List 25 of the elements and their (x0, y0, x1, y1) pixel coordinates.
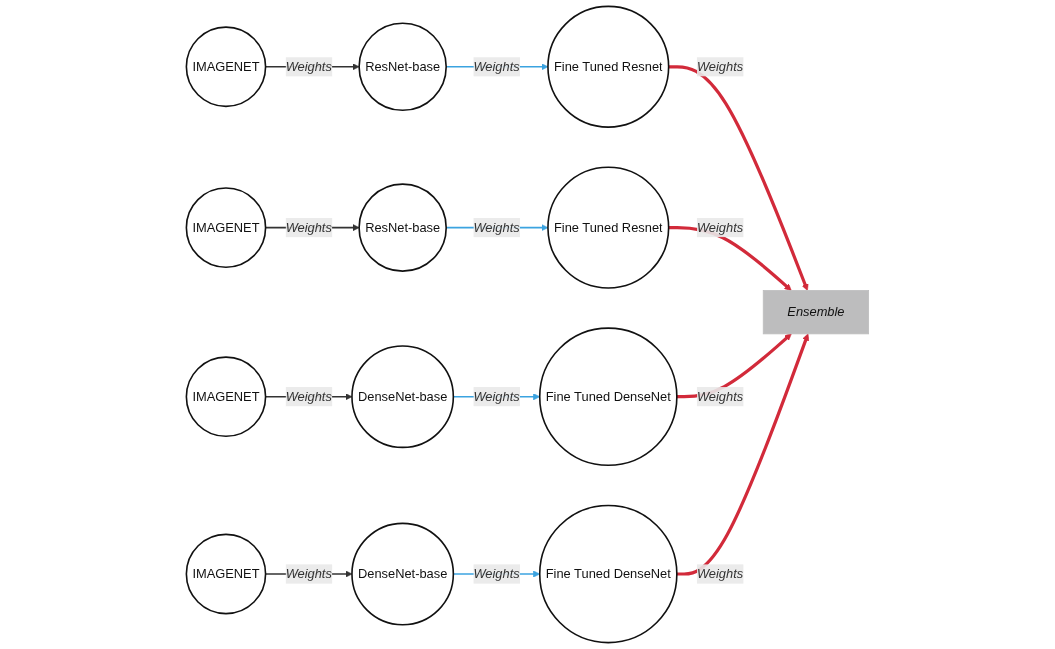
edge-label: Weights (696, 220, 744, 235)
node-box: Ensemble (762, 290, 869, 335)
edge-label: Weights (285, 220, 332, 235)
node-circle: IMAGENET (185, 356, 267, 438)
node-circle: Fine Tuned DenseNet (538, 327, 678, 467)
node-circle: Fine Tuned DenseNet (538, 504, 678, 644)
edge-label: Weights (696, 59, 744, 74)
node-circle: IMAGENET (185, 187, 267, 269)
edge-label: Weights (285, 566, 332, 581)
node-circle: IMAGENET (185, 26, 267, 108)
edge-label: Weights (285, 59, 332, 74)
edge-label: Weights (473, 389, 520, 404)
edge-label: Weights (473, 220, 520, 235)
node-circle: Fine Tuned Resnet (547, 166, 670, 289)
edge-label: Weights (473, 566, 520, 581)
edge-label: Weights (473, 59, 520, 74)
node-circle: DenseNet-base (351, 522, 455, 626)
node-circle: ResNet-base (358, 22, 447, 112)
edge-label: Weights (285, 389, 332, 404)
edge-label: Weights (696, 389, 744, 404)
node-circle: DenseNet-base (351, 345, 455, 449)
node-circle: Fine Tuned Resnet (547, 5, 670, 128)
node-circle: IMAGENET (185, 533, 267, 615)
node-circle: ResNet-base (358, 183, 447, 272)
edge-label: Weights (696, 566, 744, 581)
